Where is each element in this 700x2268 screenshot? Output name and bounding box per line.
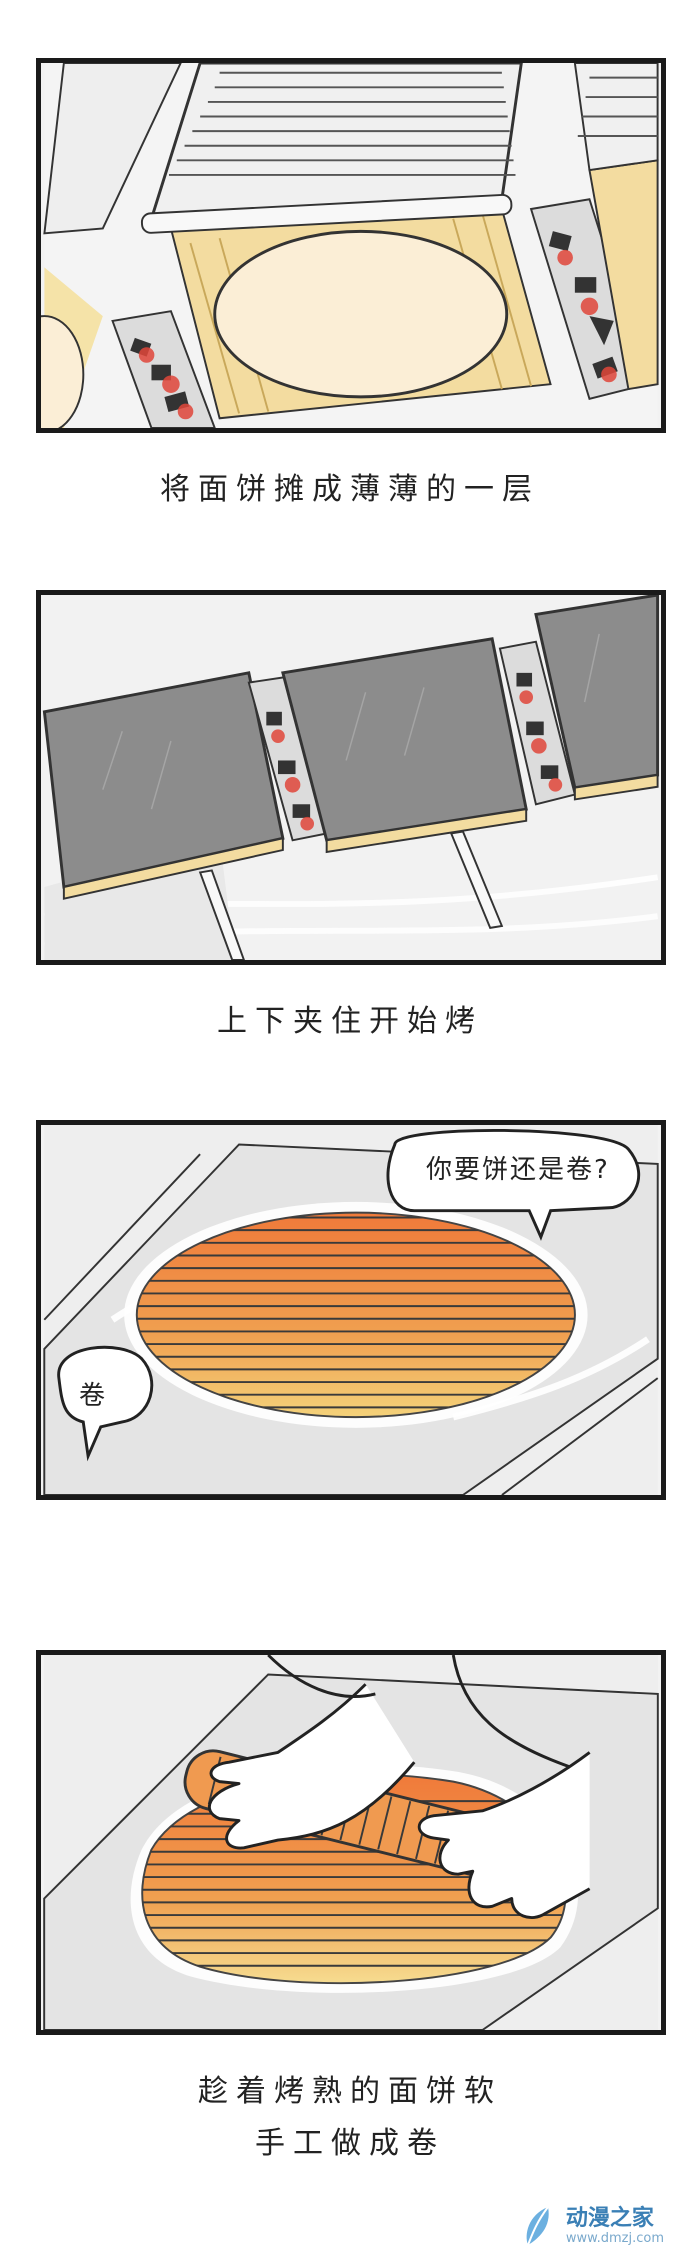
panel-3-illustration [43,1125,659,1495]
comic-panel-2 [36,590,666,965]
panel-4-caption-line-2: 手工做成卷 [255,2126,445,2161]
panel-2-caption: 上下夹住开始烤 [217,1004,483,1039]
panel-2-illustration [42,595,660,960]
watermark-name: 动漫之家 [565,2206,654,2231]
speech-bubble-question: 你要饼还是卷? [426,1155,610,1185]
panel-4-caption-line-1: 趁着烤熟的面饼软 [198,2074,502,2109]
site-watermark: 动漫之家 www.dmzj.com [518,2205,664,2249]
panel-4-illustration [43,1655,659,2030]
comic-panel-3: 你要饼还是卷? 卷 [36,1120,666,1500]
comic-panel-1 [36,58,666,433]
panel-1-illustration [41,63,659,428]
speech-bubble-answer: 卷 [79,1381,108,1411]
watermark-url: www.dmzj.com [565,2231,664,2246]
comic-panel-4 [36,1650,666,2035]
panel-1-caption: 将面饼摊成薄薄的一层 [160,472,540,507]
feather-logo-icon [526,2206,549,2246]
